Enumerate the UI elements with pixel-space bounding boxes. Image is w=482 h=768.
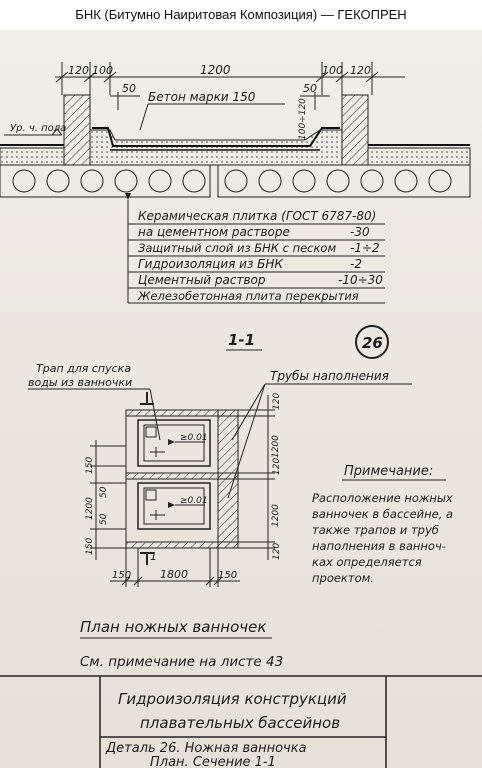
dim-top-120-left: 120: [68, 64, 89, 77]
dim-top-1200: 1200: [200, 63, 231, 77]
note-line-4: наполнения в ваннoч-: [312, 539, 446, 553]
pipes-label: Трубы наполнения: [270, 369, 389, 383]
plan-bottom-dim-1800: 1800: [160, 568, 188, 581]
plan-left-dim-150-bottom: 150: [85, 538, 95, 555]
plan-right-dim-120-top: 120: [272, 393, 282, 410]
dim-top-100-left: 100: [92, 64, 113, 77]
plan-left-dim-1200: 1200: [85, 497, 95, 520]
top-dimension-chain: [55, 62, 405, 95]
plan-drawing: [125, 409, 239, 549]
layer-value-3: -2: [350, 257, 362, 271]
layer-2-label: Защитный слой из БНК с песком: [138, 241, 336, 255]
layer-1b-label: на цементном растворе: [138, 225, 290, 239]
detail-number: 26: [362, 334, 383, 352]
plan-right-dim-1200-bottom: 1200: [271, 504, 281, 527]
hollow-core-slab: [0, 164, 471, 198]
plan-right-dim-120-mid: 120: [272, 458, 282, 475]
layer-1-label: Керамическая плитка (ГОСТ 6787-80): [138, 209, 376, 223]
title-block: [0, 675, 482, 768]
plan-left-dim-150-top: 150: [85, 457, 95, 474]
concrete-label: Бетон марки 150: [148, 90, 256, 104]
plan-right-dim-1200-top: 1200: [271, 435, 281, 458]
note-line-5: ках определяется: [312, 555, 422, 569]
plan-bottom-dim-150-left: 150: [112, 570, 131, 581]
cut-marks: [140, 392, 154, 565]
dim-50-left: 50: [122, 82, 136, 95]
plan-bottom-dim-150-right: 150: [218, 570, 237, 581]
floor-level-label: Ур. ч. пола: [10, 123, 66, 134]
dim-50-right: 50: [303, 82, 317, 95]
drawing-canvas: 120 100 1200 100 120 50 50 Бетон марки 1…: [0, 62, 482, 768]
plan-title: 1-1: [228, 331, 255, 349]
layer-value-4: -10÷30: [338, 273, 383, 287]
note-title: Примечание:: [344, 464, 433, 479]
right-wall: [341, 94, 369, 166]
plan-bottom-dims: [110, 548, 240, 587]
plan-caption: План ножных ванночек: [80, 618, 266, 636]
dim-top-100-right: 100: [322, 64, 343, 77]
note-line-6: проектом.: [312, 571, 374, 585]
layer-4-label: Цементный раствор: [138, 273, 266, 287]
dim-top-120-right: 120: [350, 64, 371, 77]
note-line-3: также трапов и труб: [312, 523, 439, 537]
slope-2: ≥0.01: [180, 496, 208, 506]
layer-value-1: -30: [350, 225, 370, 239]
plan-left-dims: [90, 440, 126, 560]
layer-3-label: Гидроизоляция из БНК: [138, 257, 283, 271]
layers-table: [128, 223, 385, 304]
title-line-4: План. Сечение 1-1: [150, 755, 276, 768]
title-line-2: плавательных бассейнов: [140, 714, 340, 732]
see-note: См. примечание на листе 43: [80, 654, 283, 670]
trap-label-line2: воды из ванночки: [28, 376, 132, 389]
layer-5-label: Железобетонная плита перекрытия: [137, 289, 359, 303]
note-line-2: ванночек в бассейне, а: [312, 507, 453, 521]
dim-50-marks: [110, 92, 330, 110]
left-wall: [63, 94, 91, 166]
plan-left-dim-50-bottom: 50: [99, 513, 109, 525]
note-line-1: Расположение ножных: [312, 491, 453, 505]
detail-number-circle: [355, 325, 389, 359]
slope-1: ≥0.01: [180, 433, 208, 443]
drawing-sheet: 120 100 1200 100 120 50 50 Бетон марки 1…: [0, 30, 482, 768]
trap-label-line1: Трап для спуска: [36, 362, 131, 375]
title-line-3: Деталь 26. Ножная ванночка: [105, 741, 307, 756]
layer-value-2: -1÷2: [350, 241, 380, 255]
plan-right-dims: [238, 395, 275, 560]
plan-left-dim-50-top: 50: [99, 486, 109, 498]
cut-label: 1: [150, 550, 157, 563]
title-line-1: Гидроизоляция конструкций: [118, 690, 347, 708]
page-header: БНК (Битумно Наиритовая Композиция) — ГЕ…: [0, 0, 482, 30]
side-dim-100-120: 100÷120: [298, 98, 308, 140]
plan-right-dim-120-bottom: 120: [272, 543, 282, 560]
basin-section: [0, 127, 471, 166]
